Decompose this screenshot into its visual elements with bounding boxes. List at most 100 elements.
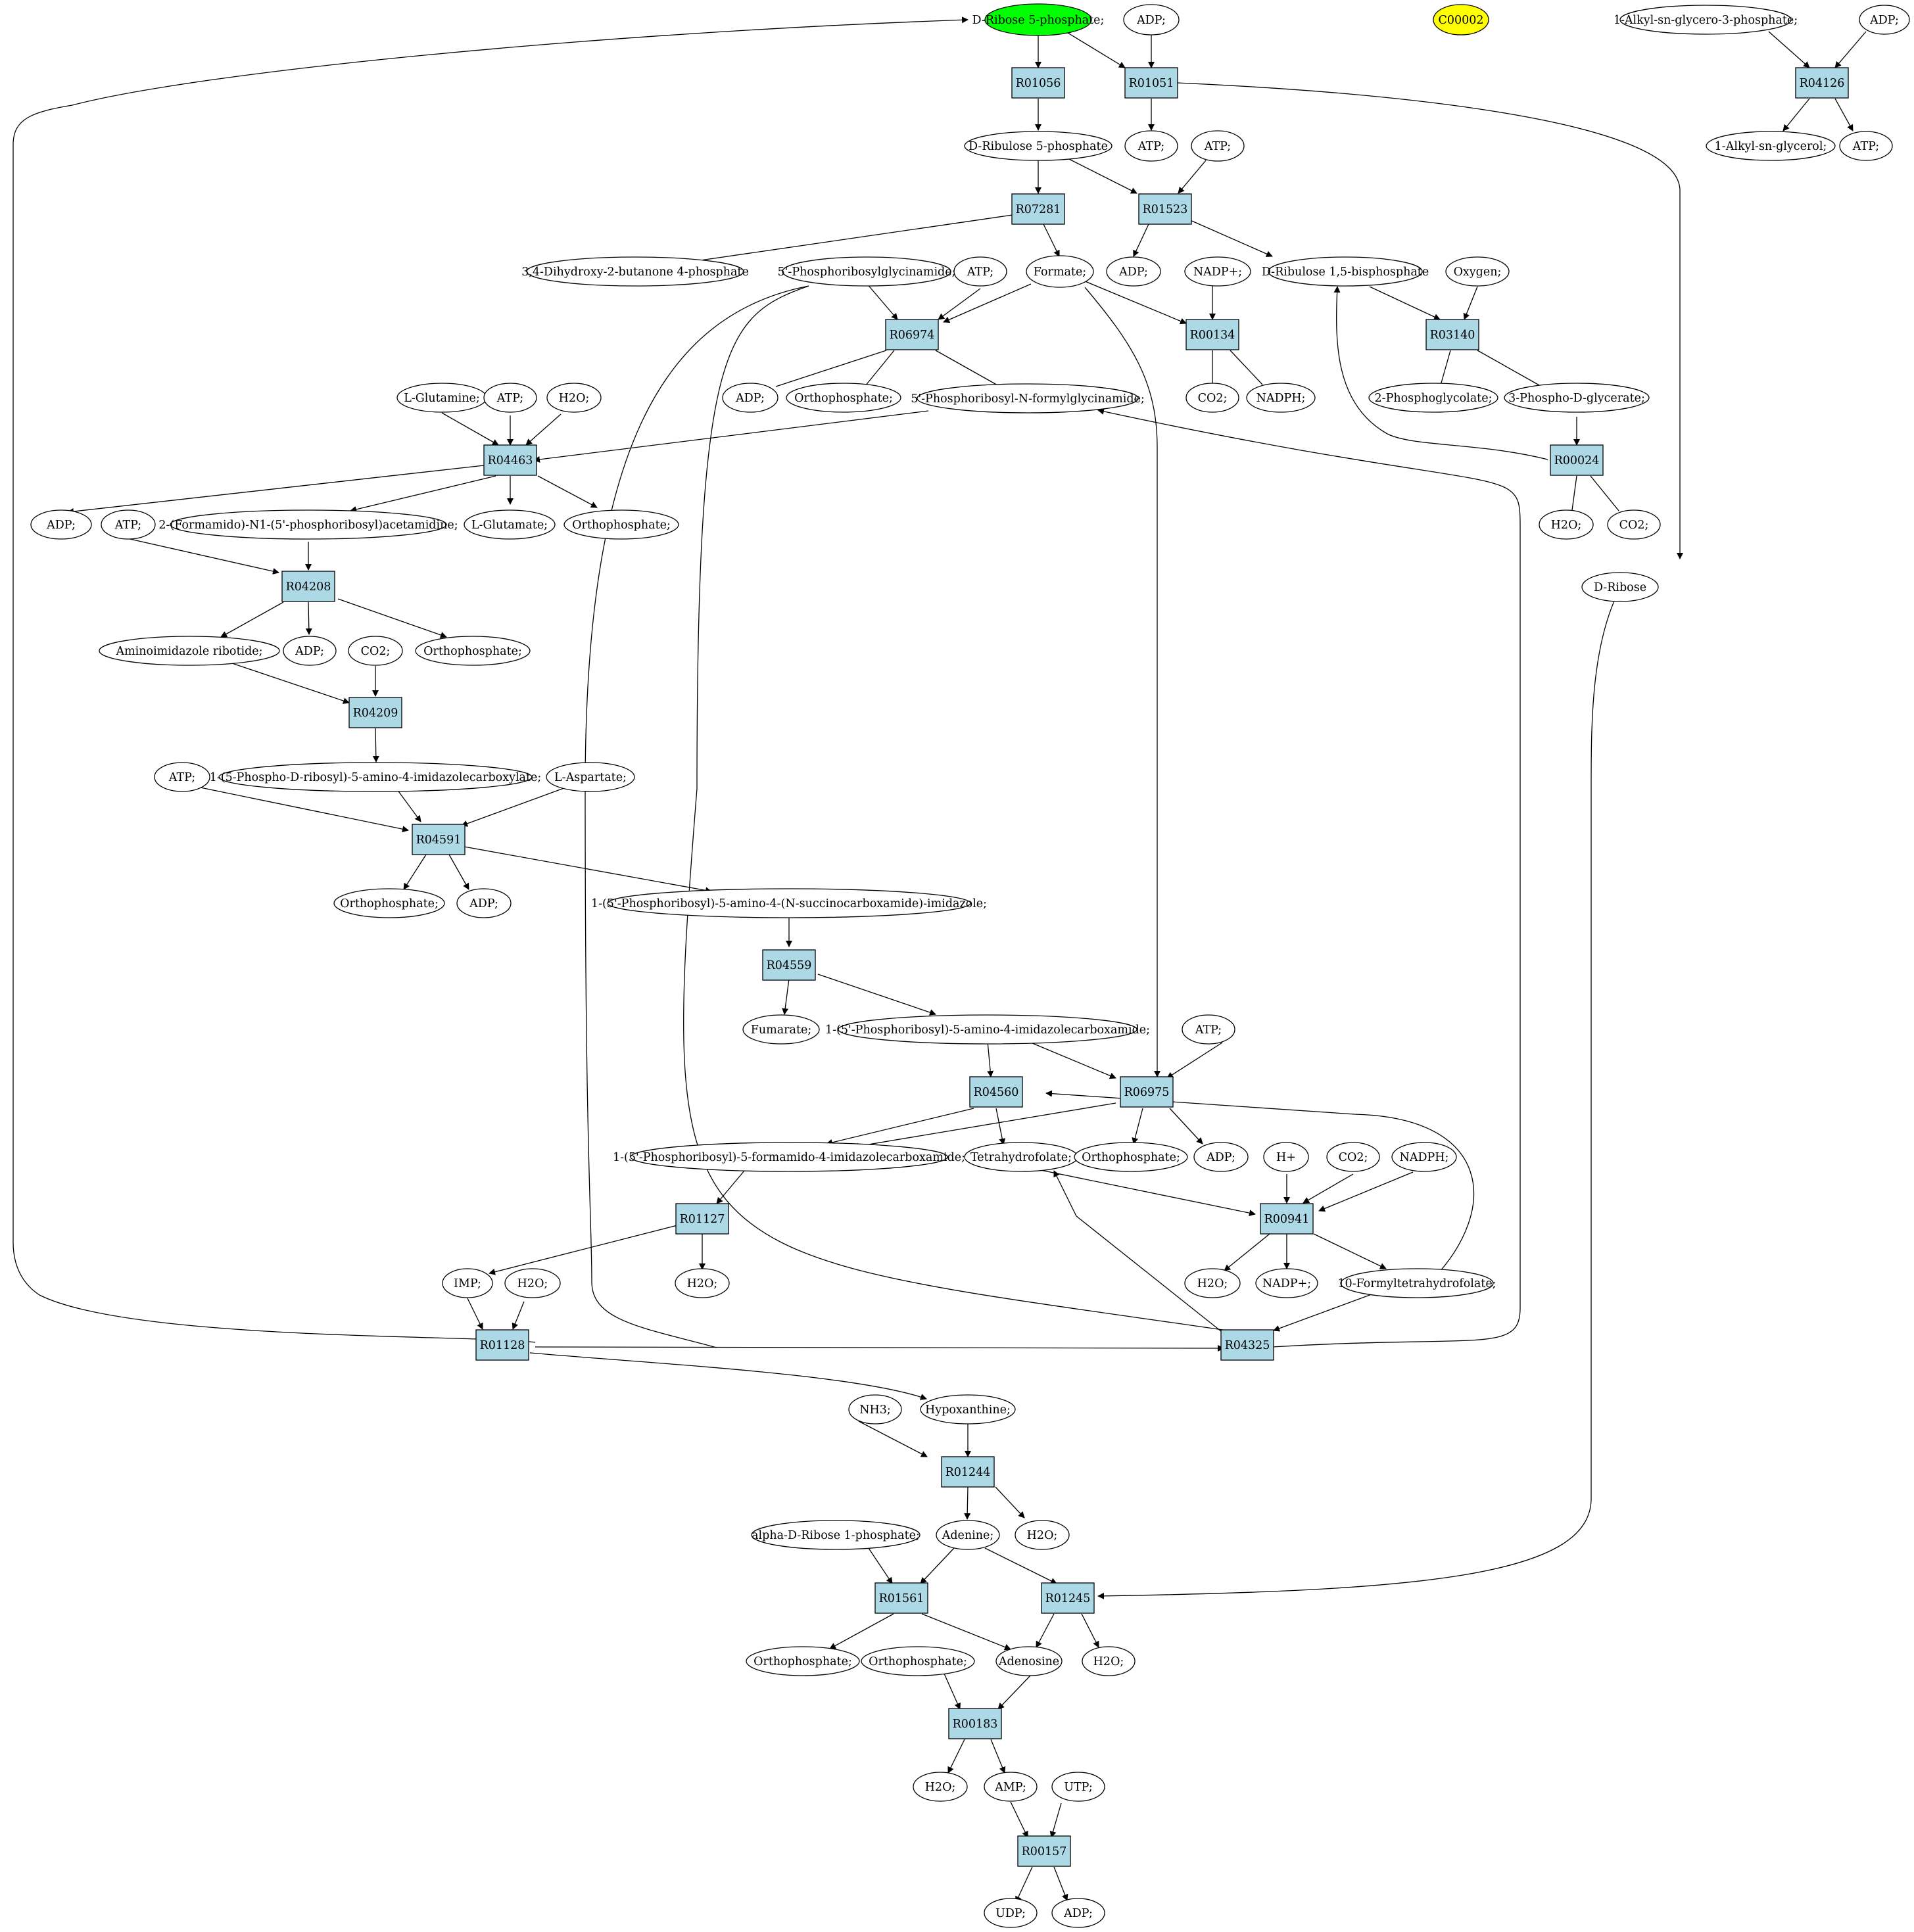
compound-node[interactable]: UTP; xyxy=(1051,1772,1105,1802)
compound-node[interactable]: 1-Alkyl-sn-glycero-3-phosphate; xyxy=(1614,5,1798,35)
reaction-node[interactable]: R00941 xyxy=(1260,1203,1314,1235)
compound-node[interactable]: Orthophosphate; xyxy=(786,383,901,413)
compound-node[interactable]: NADPH; xyxy=(1246,383,1316,413)
compound-node[interactable]: H2O; xyxy=(1539,509,1594,540)
reaction-node[interactable]: R04209 xyxy=(348,697,402,728)
compound-node[interactable]: UDP; xyxy=(984,1898,1038,1928)
reaction-node[interactable]: R00024 xyxy=(1550,444,1604,476)
compound-node[interactable]: NADP+; xyxy=(1255,1268,1318,1298)
reaction-node[interactable]: R06975 xyxy=(1120,1076,1174,1108)
compound-node[interactable]: ADP; xyxy=(1106,256,1161,287)
compound-node[interactable]: IMP; xyxy=(442,1268,493,1298)
reaction-node[interactable]: R01561 xyxy=(874,1582,928,1614)
compound-node[interactable]: D-Ribulose 5-phosphate xyxy=(964,131,1113,161)
compound-node[interactable]: ATP; xyxy=(101,509,156,540)
reaction-node[interactable]: R01051 xyxy=(1124,67,1178,99)
compound-node[interactable]: 3-Phospho-D-glycerate; xyxy=(1504,383,1650,413)
reaction-node[interactable]: R04325 xyxy=(1220,1329,1274,1361)
compound-node[interactable]: ADP; xyxy=(456,888,512,918)
compound-node[interactable]: L-Aspartate; xyxy=(546,762,635,792)
compound-node[interactable]: ATP; xyxy=(1191,130,1245,162)
compound-node[interactable]: Hypoxanthine; xyxy=(920,1394,1016,1425)
reaction-node[interactable]: R04559 xyxy=(762,949,816,981)
compound-node[interactable]: Adenosine xyxy=(995,1646,1063,1676)
reaction-node[interactable]: R01245 xyxy=(1041,1582,1095,1614)
compound-node[interactable]: C00002 xyxy=(1433,4,1489,35)
compound-node[interactable]: ADP; xyxy=(1051,1898,1105,1928)
compound-node[interactable]: NADP+; xyxy=(1184,256,1251,287)
compound-node[interactable]: 1-(5'-Phosphoribosyl)-5-amino-4-imidazol… xyxy=(825,1014,1150,1045)
compound-node[interactable]: Orthophosphate; xyxy=(1074,1142,1188,1172)
compound-node[interactable]: 2-(Formamido)-N1-(5'-phosphoribosyl)acet… xyxy=(158,509,458,540)
compound-node[interactable]: ADP; xyxy=(30,509,92,540)
compound-node[interactable]: D-Ribose xyxy=(1581,572,1659,602)
reaction-node[interactable]: R01523 xyxy=(1138,193,1192,225)
reaction-node[interactable]: R01128 xyxy=(475,1329,529,1361)
compound-node[interactable]: Orthophosphate; xyxy=(861,1646,975,1676)
reaction-node[interactable]: R00134 xyxy=(1185,319,1239,350)
reaction-node[interactable]: R04560 xyxy=(969,1076,1023,1108)
compound-node[interactable]: H2O; xyxy=(504,1268,561,1298)
reaction-node[interactable]: R01056 xyxy=(1011,67,1065,99)
compound-node[interactable]: 10-Formyltetrahydrofolate; xyxy=(1337,1268,1496,1298)
compound-node[interactable]: Orthophosphate; xyxy=(563,509,679,540)
compound-node[interactable]: H2O; xyxy=(1015,1520,1070,1550)
reaction-node[interactable]: R01127 xyxy=(675,1203,729,1235)
compound-node[interactable]: AMP; xyxy=(984,1772,1038,1802)
compound-node[interactable]: 5'-Phosphoribosylglycinamide; xyxy=(777,256,956,287)
compound-node[interactable]: ATP; xyxy=(1182,1014,1235,1045)
compound-node[interactable]: 3,4-Dihydroxy-2-butanone 4-phosphate xyxy=(521,256,749,287)
reaction-node[interactable]: R07281 xyxy=(1011,193,1065,225)
reaction-node[interactable]: R04126 xyxy=(1795,67,1849,99)
compound-node[interactable]: Orthophosphate; xyxy=(746,1646,860,1676)
compound-node[interactable]: H2O; xyxy=(546,383,602,413)
reaction-node[interactable]: R01244 xyxy=(941,1456,995,1488)
reaction-node[interactable]: R03140 xyxy=(1425,319,1479,350)
compound-node[interactable]: ADP; xyxy=(1123,4,1180,35)
compound-node[interactable]: 2-Phosphoglycolate; xyxy=(1368,383,1498,413)
compound-node[interactable]: ADP; xyxy=(722,383,778,413)
compound-node[interactable]: CO2; xyxy=(1607,509,1661,540)
compound-node[interactable]: ATP; xyxy=(1839,131,1893,161)
compound-node[interactable]: ADP; xyxy=(1193,1142,1249,1172)
compound-node[interactable]: L-Glutamate; xyxy=(464,509,556,540)
reaction-node[interactable]: R04208 xyxy=(281,571,335,602)
compound-node[interactable]: ADP; xyxy=(283,636,337,666)
reaction-node[interactable]: R00157 xyxy=(1017,1835,1071,1867)
compound-node[interactable]: CO2; xyxy=(348,636,403,666)
compound-node[interactable]: ATP; xyxy=(483,383,537,413)
compound-node[interactable]: Aminoimidazole ribotide; xyxy=(99,636,280,666)
compound-node[interactable]: Orthophosphate; xyxy=(333,888,445,918)
compound-node[interactable]: H+ xyxy=(1263,1142,1309,1172)
compound-node[interactable]: ATP; xyxy=(953,256,1007,287)
reaction-node[interactable]: R04591 xyxy=(412,824,466,855)
reaction-node[interactable]: R00183 xyxy=(948,1708,1002,1739)
compound-node[interactable]: ATP; xyxy=(1124,130,1178,162)
compound-node[interactable]: Tetrahydrofolate; xyxy=(964,1142,1078,1172)
compound-node[interactable]: Fumarate; xyxy=(742,1014,820,1045)
compound-node[interactable]: CO2; xyxy=(1185,383,1239,413)
compound-node[interactable]: ADP; xyxy=(1859,5,1910,35)
compound-node[interactable]: Orthophosphate; xyxy=(415,636,531,666)
compound-node[interactable]: 1-(5'-Phosphoribosyl)-5-amino-4-(N-succi… xyxy=(591,888,987,918)
compound-node[interactable]: 1-Alkyl-sn-glycerol; xyxy=(1706,131,1836,161)
compound-node[interactable]: L-Glutamine; xyxy=(396,383,487,413)
compound-node[interactable]: 1-(5'-Phosphoribosyl)-5-formamido-4-imid… xyxy=(613,1142,965,1172)
compound-node[interactable]: CO2; xyxy=(1326,1142,1380,1172)
compound-node[interactable]: ATP; xyxy=(154,762,210,792)
compound-node[interactable]: D-Ribulose 1,5-bisphosphate xyxy=(1262,256,1429,287)
compound-node[interactable]: H2O; xyxy=(913,1772,968,1802)
compound-node[interactable]: 1-(5-Phospho-D-ribosyl)-5-amino-4-imidaz… xyxy=(210,762,542,792)
compound-node[interactable]: Formate; xyxy=(1026,255,1094,288)
compound-node[interactable]: Adenine; xyxy=(936,1520,1000,1550)
compound-node[interactable]: H2O; xyxy=(1082,1646,1136,1676)
compound-node[interactable]: NH3; xyxy=(848,1394,902,1425)
compound-node[interactable]: alpha-D-Ribose 1-phosphate; xyxy=(751,1520,921,1550)
compound-node[interactable]: H2O; xyxy=(1184,1268,1241,1298)
compound-node[interactable]: H2O; xyxy=(675,1268,730,1298)
compound-node[interactable]: D-Ribose 5-phosphate; xyxy=(972,3,1105,36)
compound-node[interactable]: NADPH; xyxy=(1391,1142,1457,1172)
compound-node[interactable]: 5'-Phosphoribosyl-N-formylglycinamide; xyxy=(911,383,1145,413)
compound-node[interactable]: Oxygen; xyxy=(1445,256,1510,287)
reaction-node[interactable]: R06974 xyxy=(885,319,939,350)
